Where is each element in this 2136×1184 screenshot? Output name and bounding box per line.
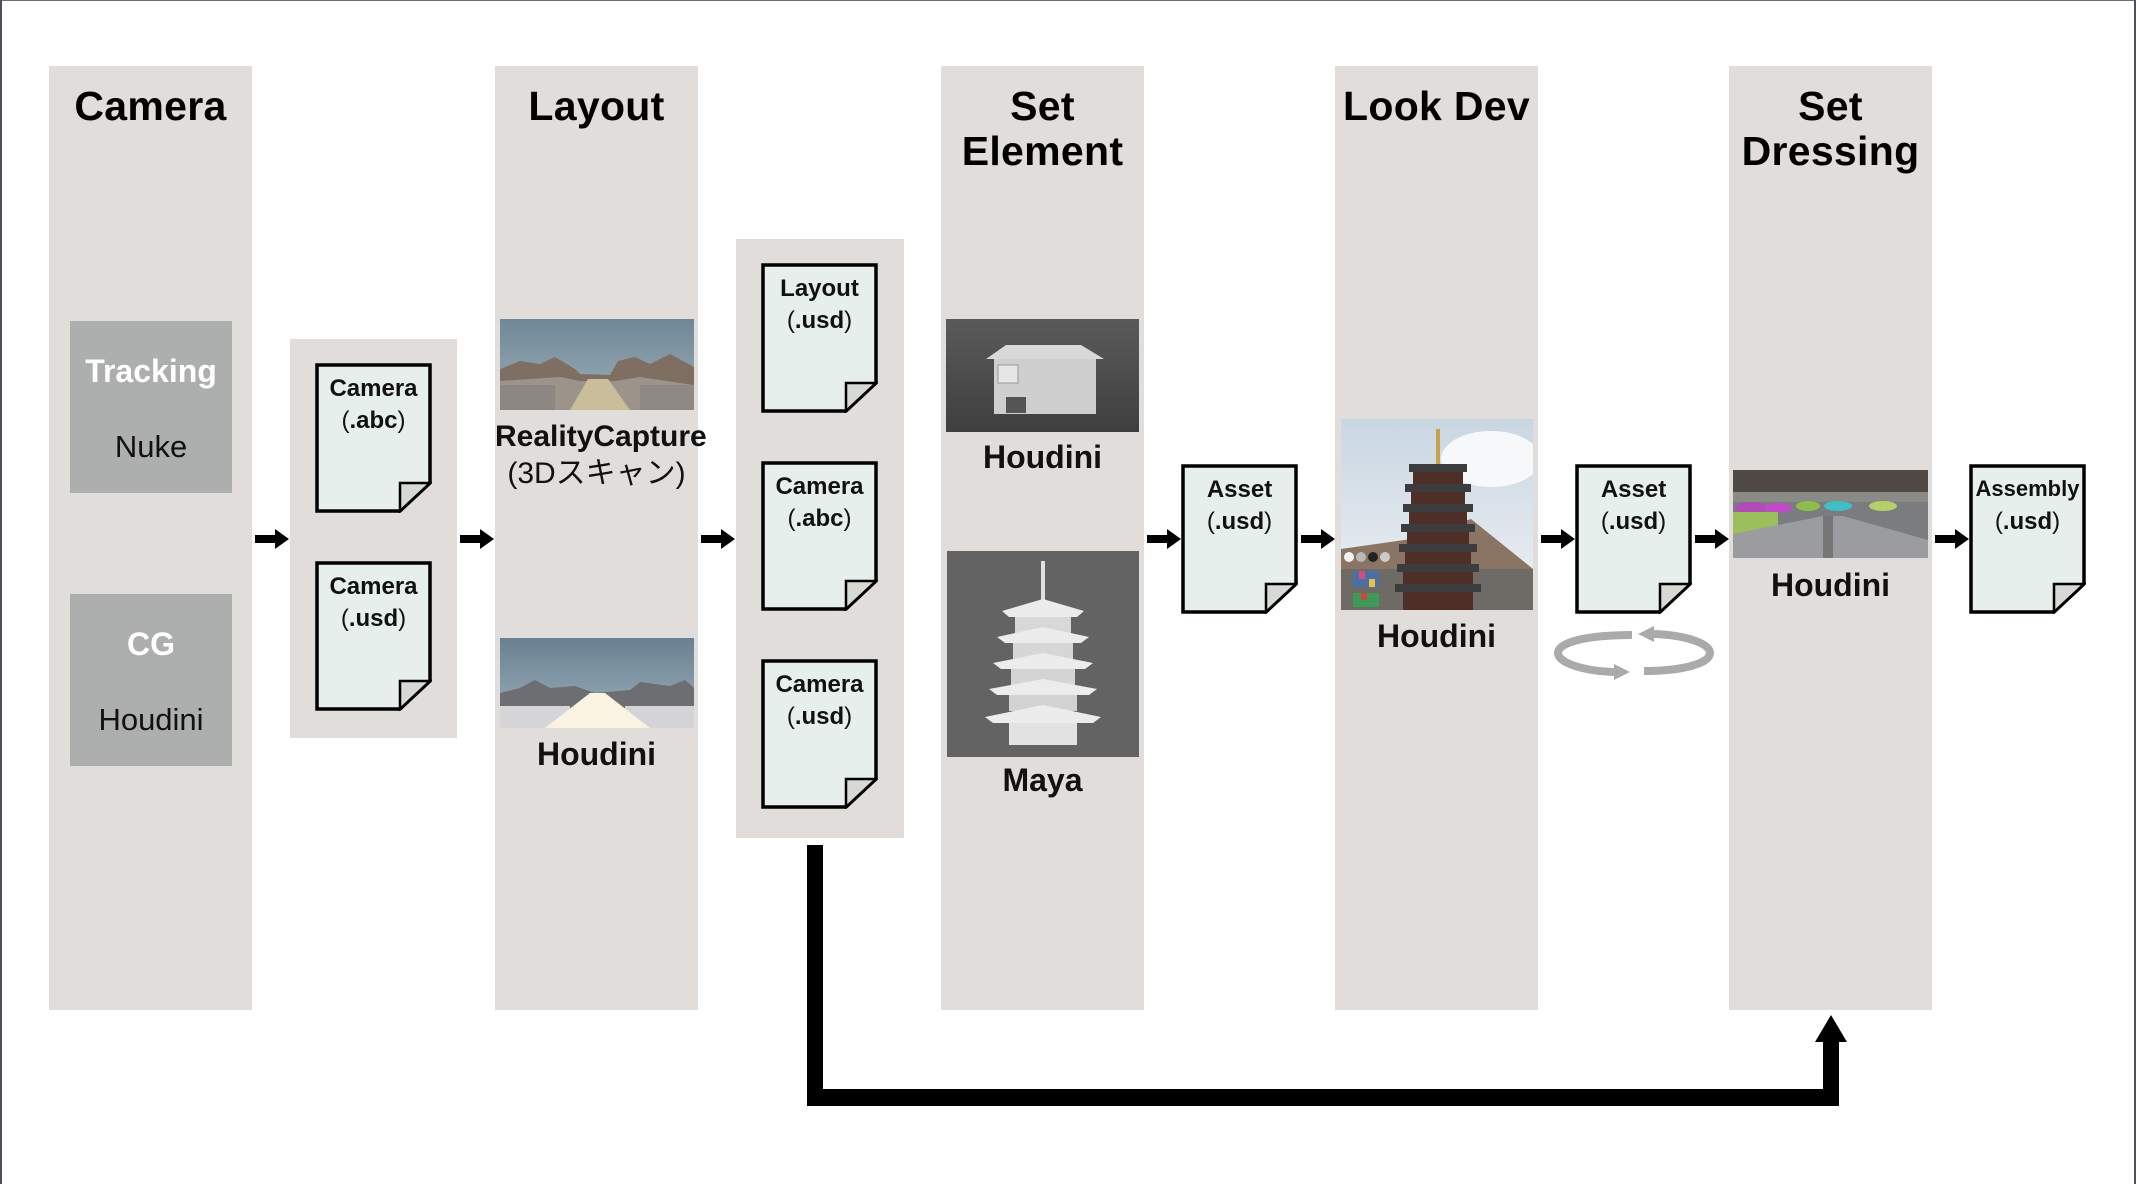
tool-box-cg: CG Houdini bbox=[70, 594, 232, 766]
house-model-thumbnail bbox=[946, 319, 1139, 432]
frame-top-border bbox=[0, 0, 2136, 1]
file-layout-usd[interactable]: Layout (.usd) bbox=[761, 263, 878, 413]
flow-arrow bbox=[255, 529, 289, 549]
column-title: Set Dressing bbox=[1741, 83, 1920, 174]
houdini-layout-street-thumbnail bbox=[500, 638, 694, 728]
file-name: Asset bbox=[1600, 476, 1667, 503]
flow-arrow bbox=[1147, 529, 1181, 549]
column-set-dressing: Set Dressing Houdini bbox=[1729, 66, 1932, 1010]
tool-label: CG bbox=[127, 626, 175, 662]
flow-arrow bbox=[1541, 529, 1575, 549]
document-icon bbox=[315, 363, 432, 513]
pagoda-lookdev-render-thumbnail bbox=[1341, 419, 1533, 610]
tool-software: Houdini bbox=[98, 702, 204, 737]
document-icon bbox=[1181, 464, 1298, 614]
document-icon bbox=[761, 263, 878, 413]
software-label: Houdini bbox=[536, 736, 657, 772]
file-ext: (.abc) bbox=[787, 505, 852, 532]
file-name: Camera bbox=[775, 671, 864, 698]
tool-box-tracking: Tracking Nuke bbox=[70, 321, 232, 493]
frame-right-border bbox=[2134, 0, 2136, 1184]
file-camera-abc[interactable]: Camera (.abc) bbox=[315, 363, 432, 513]
software-label: Maya bbox=[1002, 762, 1083, 798]
file-assembly-usd[interactable]: Assembly (.usd) bbox=[1969, 464, 2086, 614]
file-ext: (.usd) bbox=[340, 605, 407, 632]
pagoda-model-thumbnail bbox=[947, 551, 1139, 757]
tool-label: Tracking bbox=[85, 353, 217, 389]
cycle-arrows-icon bbox=[1553, 625, 1715, 686]
column-set-element: Set Element Houdini Maya bbox=[941, 66, 1144, 1010]
file-name: Layout bbox=[780, 275, 859, 302]
file-ext: (.abc) bbox=[341, 407, 406, 434]
software-label: Houdini bbox=[1770, 567, 1891, 603]
document-icon bbox=[315, 561, 432, 711]
column-title: Set Element bbox=[961, 83, 1124, 174]
document-icon bbox=[761, 659, 878, 809]
flow-arrow bbox=[1301, 529, 1335, 549]
file-name: Camera bbox=[329, 573, 418, 600]
software-note: (3Dスキャン) bbox=[507, 457, 686, 490]
file-asset-usd-lookdev[interactable]: Asset (.usd) bbox=[1575, 464, 1692, 614]
file-name: Camera bbox=[329, 375, 418, 402]
file-camera-abc[interactable]: Camera (.abc) bbox=[761, 461, 878, 611]
column-title: Camera bbox=[74, 83, 227, 129]
column-title: Layout bbox=[528, 83, 665, 129]
column-layout: Layout RealityCapture (3Dスキャン) Houdini bbox=[495, 66, 707, 1010]
column-camera: Camera Tracking Nuke CG Houdini bbox=[49, 66, 252, 1010]
file-ext: (.usd) bbox=[1206, 508, 1273, 535]
tool-software: Nuke bbox=[114, 429, 188, 464]
document-icon bbox=[1575, 464, 1692, 614]
software-label: Houdini bbox=[982, 439, 1103, 475]
column-look-dev: Look Dev Houdini bbox=[1335, 66, 1538, 1010]
file-name: Camera bbox=[775, 473, 864, 500]
file-name: Asset bbox=[1206, 476, 1273, 503]
frame-left-border bbox=[0, 0, 2, 1184]
file-camera-usd[interactable]: Camera (.usd) bbox=[315, 561, 432, 711]
flow-arrow bbox=[1695, 529, 1729, 549]
file-ext: (.usd) bbox=[1994, 508, 2061, 535]
file-camera-usd[interactable]: Camera (.usd) bbox=[761, 659, 878, 809]
file-asset-usd[interactable]: Asset (.usd) bbox=[1181, 464, 1298, 614]
column-title: Look Dev bbox=[1343, 83, 1530, 129]
flow-arrow bbox=[701, 529, 735, 549]
flow-arrow bbox=[1935, 529, 1969, 549]
set-dressing-viewport-thumbnail bbox=[1733, 470, 1928, 558]
software-label: RealityCapture bbox=[495, 420, 707, 453]
file-ext: (.usd) bbox=[786, 703, 853, 730]
software-label: Houdini bbox=[1376, 618, 1497, 654]
document-icon bbox=[1969, 464, 2086, 614]
document-icon bbox=[761, 461, 878, 611]
file-ext: (.usd) bbox=[1600, 508, 1667, 535]
flow-arrow bbox=[460, 529, 494, 549]
file-name: Assembly bbox=[1975, 476, 2080, 501]
3d-scan-street-thumbnail bbox=[500, 319, 694, 410]
file-ext: (.usd) bbox=[786, 307, 853, 334]
